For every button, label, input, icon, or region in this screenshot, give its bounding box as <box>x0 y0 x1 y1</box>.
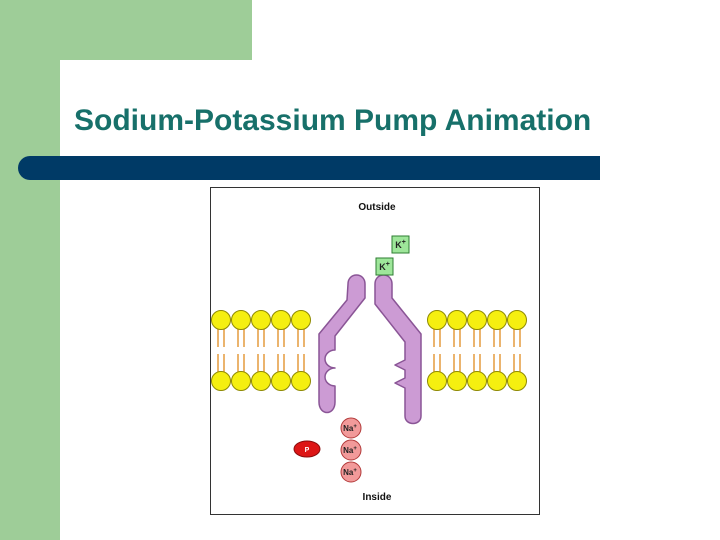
lipid-head <box>427 310 447 330</box>
lipid-head <box>507 371 527 391</box>
pump-diagram: K+ K+ Na+ Na+ Na+ P Outside Inside <box>210 187 540 515</box>
title-underline-bar <box>18 156 600 180</box>
lipid-head <box>251 310 271 330</box>
lipid-heads <box>211 310 527 391</box>
lipid-head <box>427 371 447 391</box>
potassium-ion: K+ <box>375 257 394 276</box>
lipid-head <box>467 371 487 391</box>
lipid-head <box>447 371 467 391</box>
lipid-head <box>231 371 251 391</box>
svg-text:Na+: Na+ <box>343 468 357 477</box>
potassium-charge: + <box>386 261 390 268</box>
sodium-symbol: Na <box>343 468 354 477</box>
decor-green-sidebar <box>0 0 60 540</box>
sodium-ion: Na+ <box>340 439 362 461</box>
lipid-head <box>487 310 507 330</box>
lipid-head <box>231 310 251 330</box>
svg-text:Na+: Na+ <box>343 446 357 455</box>
lipid-head <box>291 310 311 330</box>
sodium-charge: + <box>353 446 357 452</box>
potassium-symbol: K <box>379 262 386 272</box>
sodium-charge: + <box>353 468 357 474</box>
sodium-ion: Na+ <box>340 417 362 439</box>
lipid-tails <box>217 329 521 372</box>
lipid-head <box>211 371 231 391</box>
sodium-symbol: Na <box>343 424 354 433</box>
lipid-head <box>467 310 487 330</box>
pump-subunit-left <box>318 274 366 414</box>
lipid-head <box>291 371 311 391</box>
lipid-head <box>271 310 291 330</box>
svg-text:K+: K+ <box>379 261 390 272</box>
lipid-head <box>507 310 527 330</box>
phosphate-group: P <box>293 440 321 458</box>
potassium-ion: K+ <box>391 235 410 254</box>
lipid-head <box>251 371 271 391</box>
lipid-head <box>271 371 291 391</box>
outside-label: Outside <box>358 202 396 213</box>
sodium-symbol: Na <box>343 446 354 455</box>
decor-rounded-corner <box>60 60 140 140</box>
svg-text:Na+: Na+ <box>343 424 357 433</box>
sodium-charge: + <box>353 424 357 430</box>
pump-subunit-right <box>374 274 422 425</box>
inside-label: Inside <box>363 492 392 503</box>
lipid-head <box>211 310 231 330</box>
lipid-head <box>447 310 467 330</box>
potassium-symbol: K <box>395 240 402 250</box>
slide-title: Sodium-Potassium Pump Animation <box>74 104 592 137</box>
sodium-ion: Na+ <box>340 461 362 483</box>
lipid-head <box>487 371 507 391</box>
phosphate-symbol: P <box>305 447 310 454</box>
pump-diagram-canvas: K+ K+ Na+ Na+ Na+ P Outside Inside <box>211 202 527 503</box>
potassium-charge: + <box>402 239 406 246</box>
svg-text:K+: K+ <box>395 239 406 250</box>
